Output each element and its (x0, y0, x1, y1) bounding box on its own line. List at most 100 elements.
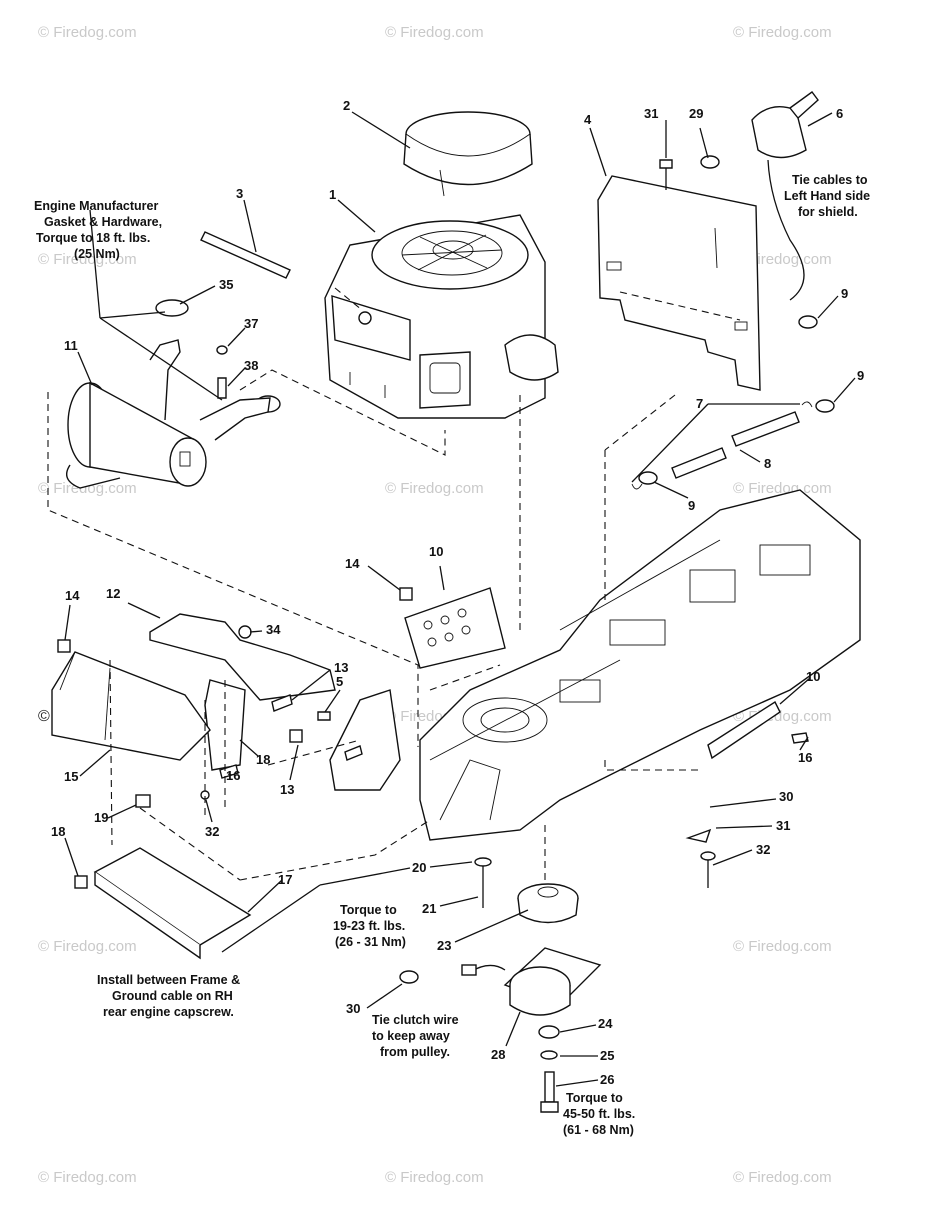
note-line: (26 - 31 Nm) (335, 935, 406, 949)
leader-lines (64, 111, 856, 1087)
note-line: Ground cable on RH (112, 989, 233, 1003)
callout-39: 38 (244, 358, 258, 373)
watermark-text: © Firedog.com (38, 251, 137, 268)
throttle-control-part (751, 91, 819, 301)
callout-numbers: 2 1 3 4 31 29 6 9 9 7 8 9 35 37 38 11 10… (51, 98, 864, 1087)
note-engine-gasket: Engine Manufacturer Gasket & Hardware, T… (34, 199, 162, 261)
callout-25: 25 (600, 1048, 614, 1063)
callout-13-lower: 13 (280, 782, 294, 797)
note-line: Torque to 18 ft. lbs. (36, 231, 150, 245)
watermark-text: © Firedog.com (733, 938, 832, 955)
callout-18-mid: 18 (256, 752, 270, 767)
note-line: (61 - 68 Nm) (563, 1123, 634, 1137)
watermark-text: © Firedog.com (385, 24, 484, 41)
note-line: 45-50 ft. lbs. (563, 1107, 635, 1121)
note-torque-26: Torque to 45-50 ft. lbs. (61 - 68 Nm) (563, 1091, 635, 1137)
nut-24-part (538, 1025, 560, 1039)
callout-4: 4 (584, 112, 592, 127)
callout-15: 15 (64, 769, 78, 784)
callout-9-lower: 9 (688, 498, 695, 513)
washer-25-part (540, 1050, 558, 1060)
callout-5: 5 (336, 674, 343, 689)
note-line: Tie cables to (792, 173, 868, 187)
note-tie-clutch: Tie clutch wire to keep away from pulley… (372, 1013, 459, 1059)
tractor-frame-part (329, 489, 861, 841)
clip-28-part (700, 155, 720, 169)
callout-30: 30 (779, 789, 793, 804)
watermark-text: © Firedog.com (733, 24, 832, 41)
callout-26: 26 (600, 1072, 614, 1087)
note-line: for shield. (798, 205, 858, 219)
callout-10-center: 10 (429, 544, 443, 559)
sleeve-8-part (631, 401, 813, 490)
callout-19: 19 (94, 810, 108, 825)
note-line: 19-23 ft. lbs. (333, 919, 405, 933)
plate-17-part (93, 847, 252, 960)
callout-2: 2 (343, 98, 350, 113)
bolt-26-part (540, 1071, 559, 1113)
stud-part (200, 231, 291, 279)
callout-38: 37 (244, 316, 258, 331)
watermark-text: © Firedog.com (38, 1169, 137, 1186)
callout-31: 31 (776, 818, 790, 833)
clutch-27-part (461, 947, 602, 1016)
callout-12: 12 (106, 586, 120, 601)
callout-11: 11 (64, 338, 78, 353)
callout-35: 34 (266, 622, 281, 637)
shroud-ring-part (403, 111, 533, 197)
note-line: Tie clutch wire (372, 1013, 459, 1027)
callout-8: 8 (764, 456, 771, 471)
watermark-text: © Firedog.com (38, 938, 137, 955)
callout-1: 1 (329, 187, 336, 202)
callout-28-top: 29 (689, 106, 703, 121)
callout-29: 31 (644, 106, 658, 121)
note-torque-21: Torque to 19-23 ft. lbs. (26 - 31 Nm) (333, 903, 406, 949)
assembly-dashed-lines (47, 287, 700, 881)
note-line: Torque to (566, 1091, 623, 1105)
engine-part (324, 214, 559, 419)
callout-6: 6 (836, 106, 843, 121)
callout-24: 24 (598, 1016, 613, 1031)
shield-part (597, 175, 761, 391)
watermark-text: © Firedog.com (733, 1169, 832, 1186)
callout-27: 28 (491, 1047, 505, 1062)
callout-21: 21 (422, 901, 436, 916)
callout-16-right: 16 (798, 750, 812, 765)
note-tie-cables: Tie cables to Left Hand side for shield. (784, 173, 870, 219)
callout-37: 35 (219, 277, 233, 292)
watermark-text: © Firedog.com (385, 1169, 484, 1186)
pulley-23-part (517, 883, 579, 924)
callout-18-left: 18 (51, 824, 65, 839)
note-line: Engine Manufacturer (34, 199, 158, 213)
note-line: rear engine capscrew. (103, 1005, 234, 1019)
note-line: Left Hand side (784, 189, 870, 203)
watermark-text: © Firedog.com (38, 480, 137, 497)
callout-3: 3 (236, 186, 243, 201)
callout-16-left: 16 (226, 768, 240, 783)
note-line: Install between Frame & (97, 973, 240, 987)
callout-32: 32 (756, 842, 770, 857)
bolt-29-part (659, 159, 673, 190)
callout-14-center: 14 (345, 556, 360, 571)
watermark-text: © Firedog.com (38, 24, 137, 41)
callout-28-bottom: 30 (346, 1001, 360, 1016)
callout-17: 17 (278, 872, 292, 887)
nut-14-part (57, 587, 413, 653)
bracket-10-part (404, 587, 781, 760)
clip-9-part (638, 315, 835, 485)
callout-10-right: 10 (806, 669, 820, 684)
note-install-ground: Install between Frame & Ground cable on … (97, 973, 240, 1019)
callout-20: 20 (412, 860, 426, 875)
cover-15-part (51, 651, 211, 761)
callout-9-right: 9 (857, 368, 864, 383)
callout-9-upper: 9 (841, 286, 848, 301)
note-line: Torque to (340, 903, 397, 917)
note-line: Gasket & Hardware, (44, 215, 162, 229)
muffler-part (66, 339, 271, 489)
note-line: (25 Nm) (74, 247, 120, 261)
callout-23: 23 (437, 938, 451, 953)
callout-13-upper: 13 (334, 660, 348, 675)
hardware-part (74, 625, 809, 984)
